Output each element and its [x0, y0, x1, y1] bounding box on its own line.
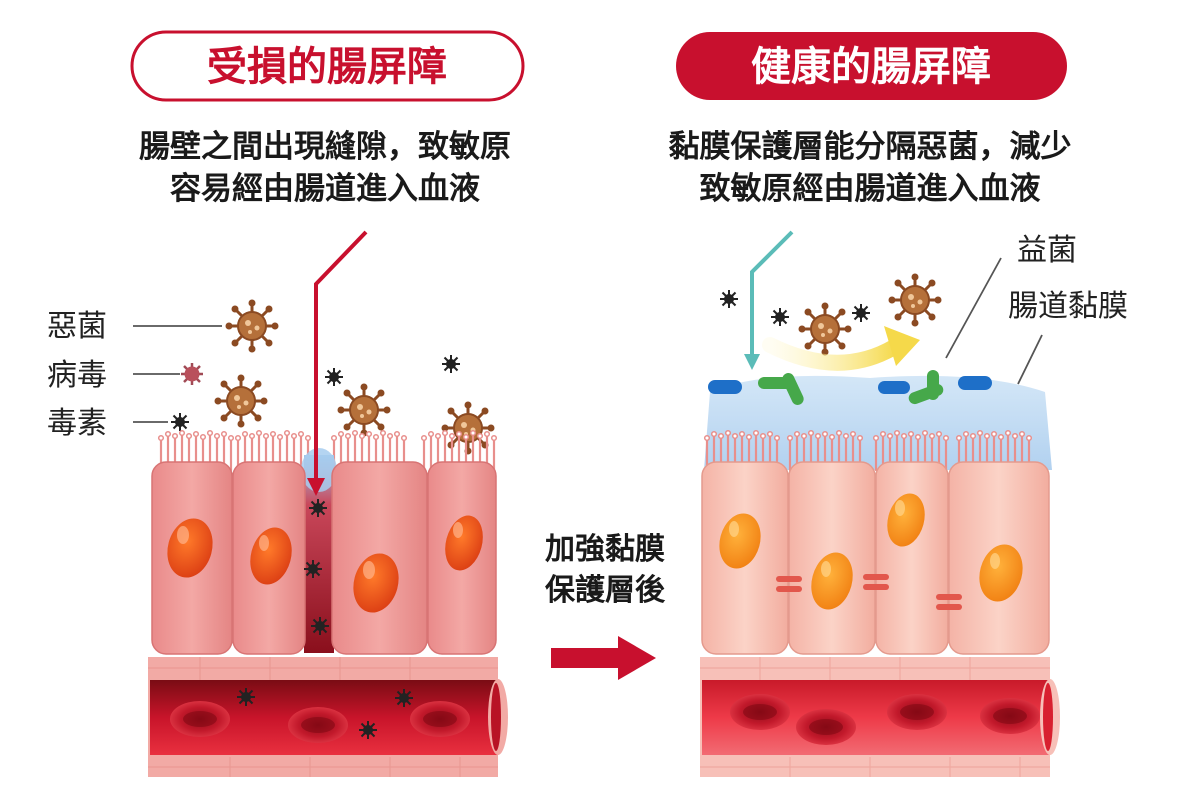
healthy-barrier-illustration — [700, 230, 1060, 777]
right-description-line2: 致敏原經由腸道進入血液 — [700, 171, 1041, 207]
toxin-icon — [441, 354, 461, 374]
middle-caption-line1: 加強黏膜 — [545, 532, 665, 567]
left-title-pill: 受損的腸屏障 — [130, 30, 525, 102]
toxin-icon — [324, 367, 344, 387]
legend-bacteria-icon — [224, 298, 280, 354]
legend-toxin-icon — [170, 412, 190, 432]
middle-caption-line2: 保護層後 — [545, 573, 666, 608]
damaged-barrier-illustration — [148, 230, 508, 777]
right-title-pill: 健康的腸屏障 — [676, 32, 1067, 100]
mucosa-label: 腸道黏膜 — [1008, 289, 1128, 324]
left-description-line2: 容易經由腸道進入血液 — [170, 171, 480, 207]
legend-virus-label: 病毒 — [47, 358, 107, 393]
left-description-line1: 腸壁之間出現縫隙，致敏原 — [139, 129, 511, 165]
left-title: 受損的腸屏障 — [207, 44, 447, 90]
bacteria-icon — [336, 382, 392, 438]
legend-virus-icon — [179, 361, 205, 387]
right-title: 健康的腸屏障 — [751, 44, 991, 90]
good-bacteria-label: 益菌 — [1017, 233, 1077, 268]
legend-bad-bacteria-label: 惡菌 — [47, 309, 107, 344]
legend-toxin-label: 毒素 — [47, 406, 107, 441]
bacteria-icon — [213, 373, 269, 429]
right-description-line1: 黏膜保護層能分隔惡菌，減少 — [669, 129, 1072, 165]
transition-arrow-icon — [551, 636, 656, 680]
